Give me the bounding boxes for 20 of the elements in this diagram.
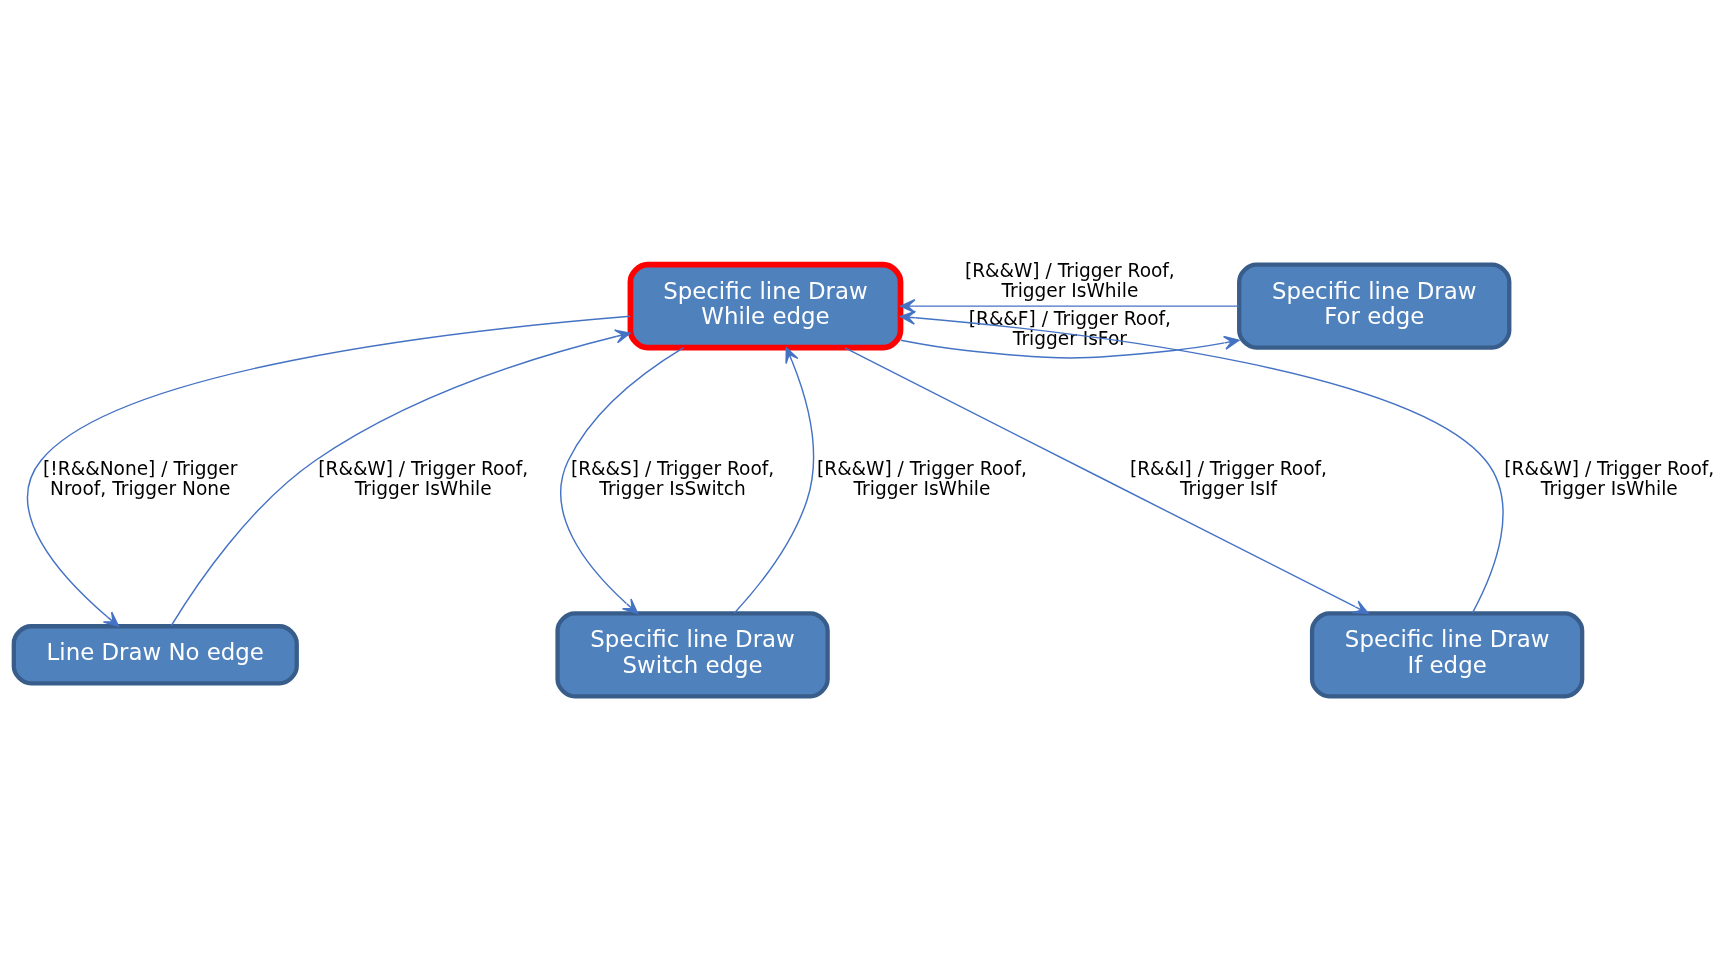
node-box: Specific line Draw If edge [1309,610,1585,698]
edge-label: [R&&W] / Trigger Roof, Trigger IsWhile [318,457,529,499]
arrow [899,298,1240,313]
edge-label: [R&&S] / Trigger Roof, Trigger IsSwitch [570,457,775,499]
edge-label: [R&&W] / Trigger Roof, Trigger IsWhile [1504,457,1715,499]
edge-label: [R&&W] / Trigger Roof, Trigger IsWhile [964,259,1175,301]
edge-label: [R&&I] / Trigger Roof, Trigger IsIf [1129,457,1327,499]
node-box: Specific line Draw While edge [627,261,904,350]
node-box: Specific line Draw Switch edge [555,610,830,698]
node-box: Specific line Draw For edge [1237,262,1512,350]
arrow [899,310,1504,614]
arrow [560,346,685,614]
arrow [170,329,631,626]
node-box: Line Draw No edge [11,623,299,686]
arrow [900,335,1240,359]
arrow [733,346,815,614]
arrow [844,346,1369,614]
edge-label: [R&&W] / Trigger Roof, Trigger IsWhile [817,457,1027,499]
edge-label: [!R&&None] / Trigger Nroof, Trigger None [43,457,238,499]
arrow [26,315,631,627]
